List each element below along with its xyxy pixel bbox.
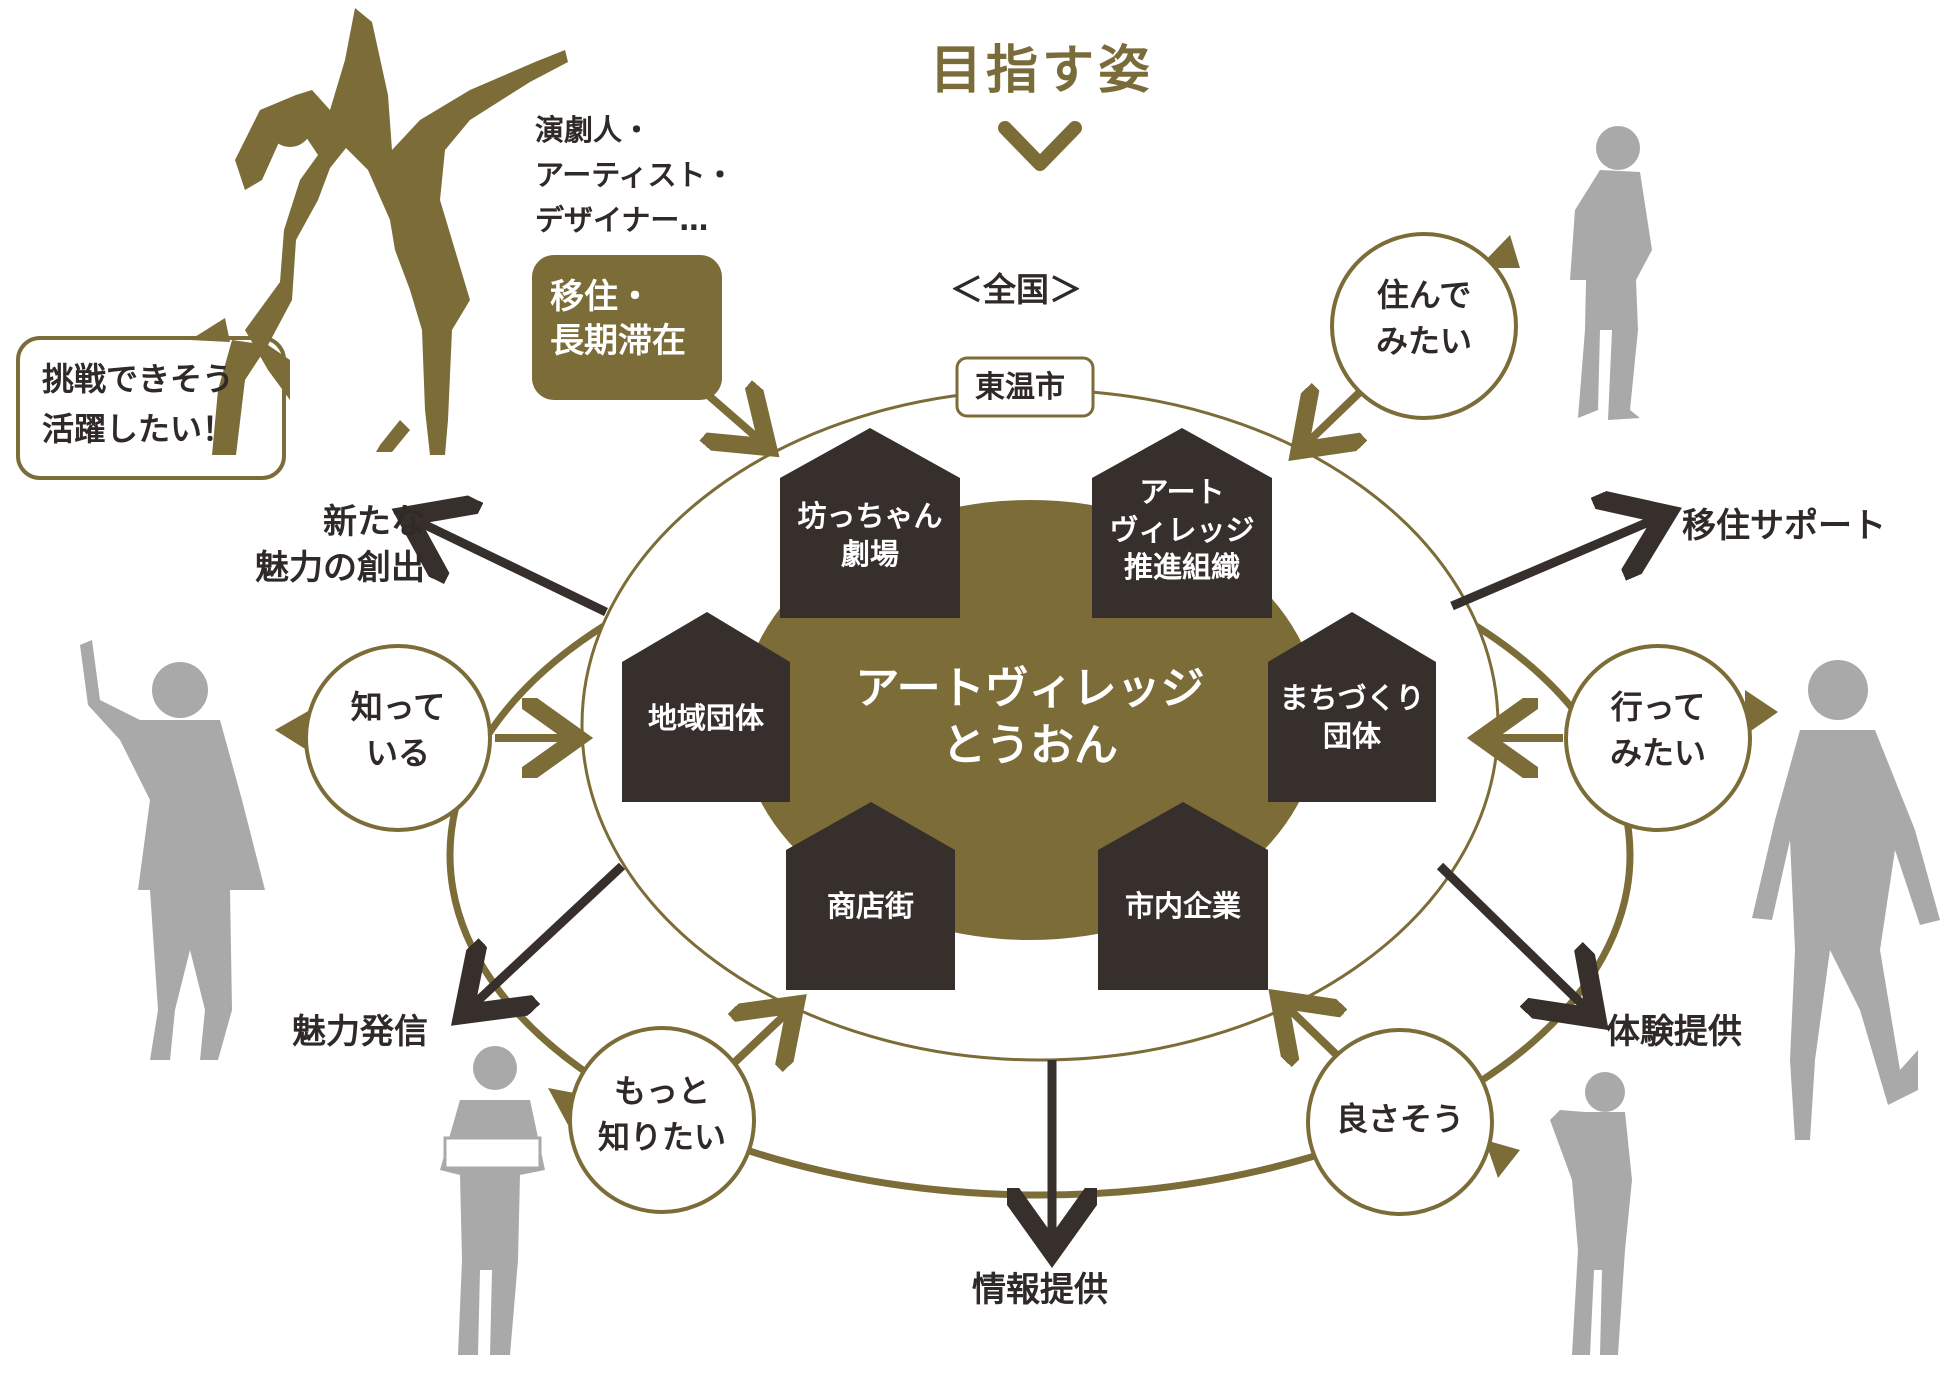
person-silhouette-bottom-right — [1550, 1072, 1632, 1355]
arrow-relocation-support — [1450, 518, 1658, 611]
house-shopping — [786, 802, 955, 990]
cycle-circle-more — [568, 1026, 756, 1214]
house-org — [1092, 428, 1272, 618]
arrow-from-more — [735, 1010, 790, 1062]
house-label-companies: 市内企業 — [1124, 889, 1241, 923]
output-new-appeal: 新たな 魅力の創出 — [255, 502, 425, 588]
page-title: 目指す姿 — [930, 41, 1155, 101]
arrow-from-good — [1285, 1005, 1344, 1062]
stay-label: 移住・ 長期滞在 — [550, 277, 686, 362]
cycle-circle-good — [1306, 1028, 1494, 1216]
cycle-label-know: 知って いる — [350, 688, 446, 773]
person-silhouette-left-wave — [80, 640, 265, 1060]
cycle-label-more: もっと 知りたい — [597, 1072, 726, 1157]
house-label-community: 地域団体 — [647, 701, 764, 735]
cycle-label-visit: 行って みたい — [1609, 688, 1706, 773]
house-label-theater: 坊っちゃん 劇場 — [797, 499, 943, 571]
cycle-circle-live — [1330, 232, 1518, 420]
arrow-experience — [1436, 862, 1590, 1012]
person-silhouette-walking — [1752, 660, 1940, 1140]
scope-label: ＜全国＞ — [950, 270, 1082, 309]
cycle-circle-visit — [1564, 644, 1752, 832]
cycle-label-good: 良さそう — [1335, 1100, 1464, 1138]
house-community — [622, 612, 790, 802]
arrow-new-appeal — [415, 520, 608, 617]
person-silhouette-book — [440, 1046, 545, 1355]
output-promotion: 魅力発信 — [292, 1012, 428, 1052]
cycle-circle-know — [304, 644, 492, 832]
ring-arrowhead — [1485, 1140, 1520, 1178]
house-companies — [1098, 802, 1268, 990]
city-tag: 東温市 — [975, 370, 1065, 405]
output-relocation-support: 移住サポート — [1682, 506, 1886, 546]
house-theater — [780, 428, 960, 618]
speech-label: 挑戦できそう 活躍したい！ — [42, 360, 235, 448]
artist-types: 演劇人・ アーティスト・ デザイナー… — [535, 113, 735, 237]
ring-arrowhead — [1745, 690, 1778, 735]
ring-arrowhead — [275, 710, 310, 752]
house-town-groups — [1268, 612, 1436, 802]
person-silhouette-top-right — [1570, 126, 1652, 420]
center-label: アートヴィレッジ とうおん — [855, 663, 1205, 772]
speech-tail — [190, 318, 230, 342]
output-experience: 体験提供 — [1606, 1012, 1742, 1052]
city-tag-box — [955, 356, 1095, 418]
house-label-shopping: 商店街 — [826, 889, 914, 923]
arrow-from-live — [1305, 392, 1360, 445]
house-label-town-groups: まちづくり 団体 — [1279, 681, 1425, 753]
chevron-down-icon — [998, 121, 1082, 171]
output-info: 情報提供 — [972, 1270, 1108, 1310]
house-label-org: アート ヴィレッジ 推進組織 — [1109, 475, 1255, 585]
cycle-label-live: 住んで みたい — [1375, 276, 1472, 361]
dancers-silhouette — [212, 8, 568, 455]
arrow-promotion — [470, 862, 626, 1008]
stay-box — [532, 255, 722, 400]
